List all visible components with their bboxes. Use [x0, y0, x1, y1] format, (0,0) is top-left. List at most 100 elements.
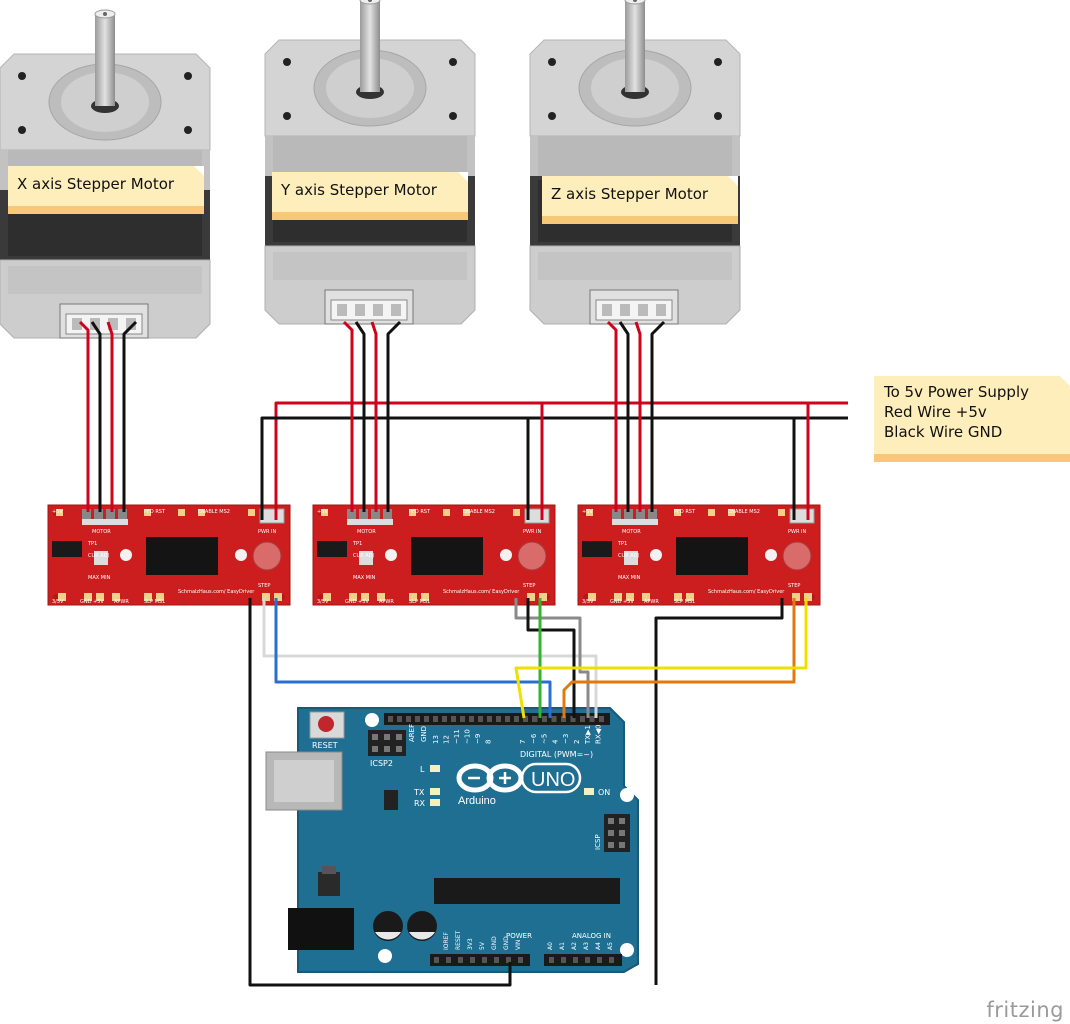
driver-label-label_enable_ms2: ENABLE MS2: [463, 509, 495, 515]
led-on-label: ON: [598, 788, 610, 797]
pin-label-analog: A3: [583, 942, 590, 950]
driver-label-label_motor: MOTOR: [357, 529, 376, 535]
motor-z-label-note: Z axis Stepper Motor: [542, 176, 738, 224]
pin-label-analog: A2: [571, 942, 578, 950]
reset-button-cap[interactable]: [318, 716, 334, 732]
pin-label-power: 3V3: [467, 938, 474, 950]
stepper-motor-y: [264, 0, 476, 325]
pin-label-power: RESET: [455, 930, 462, 950]
model-label: UNO: [531, 769, 575, 791]
driver-chip: [676, 537, 748, 575]
motor-shaft: [360, 0, 380, 92]
driver-label-label_motor: MOTOR: [92, 529, 111, 535]
driver-label-label_tp1: TP1: [617, 541, 627, 547]
bolt-hole: [714, 58, 722, 66]
driver-label-label_apwr: APWR: [644, 599, 659, 605]
power-label: POWER: [506, 932, 532, 940]
motor-y-label: Y axis Stepper Motor: [281, 181, 437, 199]
driver-label-label_tp1: TP1: [87, 541, 97, 547]
pin-label-power: GND: [503, 936, 510, 950]
pin-label-d: ~6: [530, 733, 538, 744]
driver-label-label_apwr: APWR: [114, 599, 129, 605]
pin-label-power: IOREF: [443, 932, 450, 950]
motor-y-label-note: Y axis Stepper Motor: [272, 172, 468, 220]
driver-label-label_pwr_in: PWR IN: [523, 529, 541, 535]
power-header: [430, 954, 530, 966]
driver-label-label_max: MAX MIN: [353, 575, 376, 581]
driver-label-label_enable_ms2: ENABLE MS2: [198, 509, 230, 515]
driver-label-label_sleep: SLP MS1: [409, 599, 430, 605]
pin-label-d: TX▶1: [584, 725, 592, 745]
bolt-hole: [449, 112, 457, 120]
pin-label-d: 13: [432, 735, 440, 744]
driver-label-label_5v: +5V: [582, 509, 593, 515]
wire-y-step: [514, 598, 590, 718]
fritzing-watermark: fritzing: [986, 998, 1064, 1022]
pin-label-gnd: GND: [420, 726, 428, 742]
driver-label-label_3v: 3/5V: [582, 599, 594, 605]
reset-label: RESET: [312, 741, 338, 750]
mount-hole: [620, 788, 634, 802]
wire-z-step: [562, 598, 796, 718]
pin-label-d: ~3: [562, 734, 570, 744]
power-note-line1: To 5v Power Supply: [884, 383, 1029, 401]
pin-label-d: RX◀0: [595, 725, 603, 745]
motor-x-label: X axis Stepper Motor: [17, 175, 175, 193]
pin-label-analog: A0: [547, 942, 554, 950]
motor-shaft: [625, 0, 645, 92]
digital-label: DIGITAL (PWM=~): [520, 750, 593, 759]
bolt-hole: [18, 72, 26, 80]
led-l-label: L: [420, 765, 425, 774]
wire-x-dir: [274, 598, 552, 718]
current-adjust-pot[interactable]: [517, 541, 547, 571]
pin-label-d: 8: [485, 740, 493, 744]
wire-z-dir: [514, 598, 808, 719]
driver-label-label_enable_ms2: ENABLE MS2: [728, 509, 760, 515]
bolt-hole: [283, 58, 291, 66]
brand-label: Arduino: [458, 795, 496, 807]
wire-power-red: [274, 401, 848, 520]
wires: [78, 320, 848, 987]
current-adjust-pot[interactable]: [782, 541, 812, 571]
icsp2-label: ICSP2: [370, 759, 393, 768]
driver-label-label_pwr_in: PWR IN: [788, 529, 806, 535]
voltage-regulator: [318, 872, 340, 896]
pin-label-d: ~5: [541, 734, 549, 744]
driver-label-label_tp1: TP1: [352, 541, 362, 547]
power-supply-note: To 5v Power Supply Red Wire +5v Black Wi…: [874, 376, 1070, 462]
driver-chip: [146, 537, 218, 575]
driver-chip: [411, 537, 483, 575]
bolt-hole: [449, 58, 457, 66]
driver-label-label_url: SchmalzHaus.com/ EasyDriver: [443, 589, 520, 595]
bolt-hole: [548, 58, 556, 66]
driver-label-label_pfd_rst: PFD RST: [144, 509, 166, 515]
driver-label-label_apwr: APWR: [379, 599, 394, 605]
driver-label-label_motor: MOTOR: [622, 529, 641, 535]
bolt-hole: [283, 112, 291, 120]
atmega-chip: [434, 878, 620, 904]
driver-label-label_max: MAX MIN: [618, 575, 641, 581]
dc-power-jack: [288, 908, 354, 950]
icsp-header: [604, 814, 630, 852]
motor-shaft: [95, 14, 115, 106]
motor-z-label: Z axis Stepper Motor: [551, 185, 709, 203]
driver-label-label_gnd: GND +5V: [610, 599, 634, 605]
power-note-line3: Black Wire GND: [884, 423, 1003, 441]
driver-label-label_cur: CUR ADJ: [88, 553, 109, 559]
mount-hole: [378, 949, 392, 963]
wire-y-gnd: [526, 598, 576, 718]
driver-label-label_cur: CUR ADJ: [618, 553, 639, 559]
pin-label-d: 7: [519, 740, 527, 744]
power-note-line2: Red Wire +5v: [884, 403, 987, 421]
current-adjust-pot[interactable]: [252, 541, 282, 571]
driver-label-label_sleep: SLP MS1: [674, 599, 695, 605]
bolt-hole: [714, 112, 722, 120]
driver-label-label_max: MAX MIN: [88, 575, 111, 581]
pin-label-d: ~10: [464, 729, 472, 744]
bolt-hole: [184, 72, 192, 80]
pin-label-d: 12: [443, 735, 451, 744]
driver-label-label_gnd: GND +5V: [345, 599, 369, 605]
